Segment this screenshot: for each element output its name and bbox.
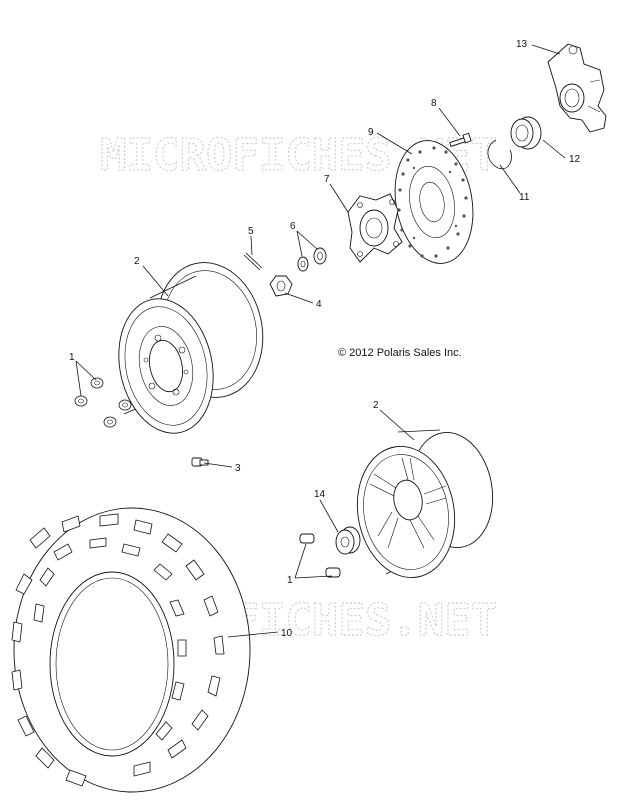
brake-disc (394, 140, 474, 264)
callout-1-upper: 1 (69, 352, 75, 363)
callout-7: 7 (324, 174, 330, 185)
callout-3: 3 (235, 463, 241, 474)
tire (11, 507, 251, 793)
callout-1-lower: 1 (287, 575, 293, 586)
callout-4: 4 (316, 299, 322, 310)
leader-lines (75, 44, 566, 638)
wheel-bearing (510, 116, 542, 150)
steel-wheel (118, 262, 264, 434)
hub-bearing (335, 526, 361, 555)
lug-nuts-lower (299, 533, 341, 578)
snap-ring (487, 139, 512, 170)
steering-knuckle (547, 43, 607, 133)
callout-10: 10 (281, 628, 293, 639)
callout-11: 11 (519, 192, 530, 203)
callout-9: 9 (368, 127, 374, 138)
copyright-notice: © 2012 Polaris Sales Inc. (338, 347, 462, 359)
callout-14: 14 (314, 489, 326, 500)
callouts: 13 8 9 12 11 7 5 6 4 2 1 3 2 14 1 10 (69, 39, 581, 639)
brake-bolt (449, 132, 472, 147)
callout-6: 6 (290, 221, 296, 232)
callout-12: 12 (569, 154, 581, 165)
callout-2-lower: 2 (373, 400, 379, 411)
callout-5: 5 (248, 226, 254, 237)
castle-nut (269, 275, 293, 297)
washers (297, 247, 327, 272)
lug-nuts-upper (74, 377, 132, 428)
valve-stem (191, 457, 209, 467)
wheel-hub (347, 193, 403, 263)
callout-2-upper: 2 (134, 256, 140, 267)
cotter-pin (243, 252, 263, 271)
aluminum-wheel (356, 429, 494, 578)
callout-8: 8 (431, 98, 437, 109)
callout-13: 13 (516, 39, 528, 50)
